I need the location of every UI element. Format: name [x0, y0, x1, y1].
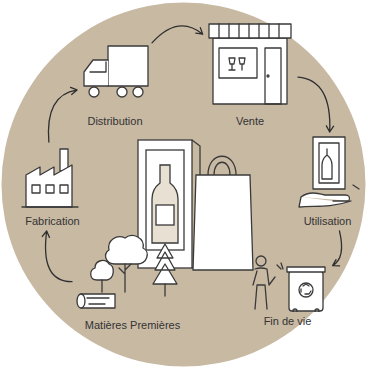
stage-icon	[205, 18, 295, 112]
cycle-arrow	[333, 231, 342, 266]
stage-label: Vente	[205, 114, 295, 128]
stage-node: Matières Premières	[75, 230, 190, 332]
stage-icon	[245, 255, 330, 312]
packaging-illustration	[138, 140, 253, 270]
stage-label: Fabrication	[20, 214, 85, 228]
stage-node: Utilisation	[295, 135, 360, 228]
cycle-arrow	[152, 26, 203, 43]
cycle-arrow	[42, 231, 72, 282]
stage-node: Fabrication	[20, 145, 85, 228]
stage-node: Vente	[205, 18, 295, 128]
stage-icon	[80, 40, 150, 112]
stage-icon	[75, 230, 190, 316]
cycle-disc	[2, 3, 366, 367]
stage-label: Fin de vie	[245, 314, 330, 328]
stage-label: Utilisation	[295, 214, 360, 228]
cycle-arrow	[298, 77, 334, 132]
stage-node: Distribution	[80, 40, 150, 128]
stage-icon	[20, 145, 85, 212]
stage-label: Distribution	[80, 114, 150, 128]
stage-icon	[295, 135, 360, 212]
stage-node: Fin de vie	[245, 255, 330, 328]
cycle-arrow	[48, 87, 77, 142]
stage-label: Matières Premières	[75, 318, 190, 332]
